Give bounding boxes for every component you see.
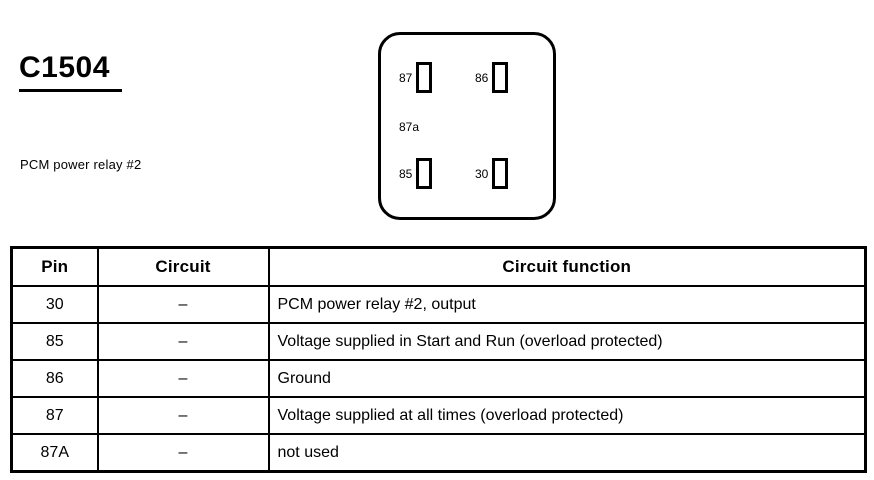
relay-pin-85-slot bbox=[416, 158, 433, 189]
relay-pin-87a-label: 87a bbox=[399, 120, 420, 134]
page-title: C1504 bbox=[19, 51, 110, 84]
relay-pin-30-label: 30 bbox=[475, 166, 489, 181]
column-header-circuit-function: Circuit function bbox=[267, 246, 867, 287]
table-row: 86 – Ground bbox=[10, 359, 867, 398]
table-row: 87 – Voltage supplied at all times (over… bbox=[10, 396, 867, 435]
relay-pin-87: 87 bbox=[399, 62, 433, 93]
cell-pin: 85 bbox=[10, 322, 99, 361]
cell-circuit: – bbox=[96, 396, 270, 435]
cell-circuit-function: PCM power relay #2, output bbox=[267, 285, 867, 324]
relay-pin-30-slot bbox=[492, 158, 509, 189]
table-row: 85 – Voltage supplied in Start and Run (… bbox=[10, 322, 867, 361]
cell-circuit: – bbox=[96, 322, 270, 361]
cell-circuit-function: not used bbox=[267, 433, 867, 473]
cell-pin: 87A bbox=[10, 433, 99, 473]
cell-pin: 86 bbox=[10, 359, 99, 398]
table-row: 30 – PCM power relay #2, output bbox=[10, 285, 867, 324]
relay-pin-85: 85 bbox=[399, 158, 433, 189]
pinout-table-container: Pin Circuit Circuit function 30 – PCM po… bbox=[10, 246, 867, 473]
connector-description: PCM power relay #2 bbox=[20, 157, 142, 172]
cell-circuit: – bbox=[96, 433, 270, 473]
connector-heading: C1504 bbox=[19, 52, 339, 92]
title-underline-rule bbox=[19, 89, 122, 92]
relay-pin-85-label: 85 bbox=[399, 166, 413, 181]
cell-circuit: – bbox=[96, 359, 270, 398]
relay-pin-87-label: 87 bbox=[399, 70, 413, 85]
column-header-pin: Pin bbox=[10, 246, 99, 287]
pinout-table: Pin Circuit Circuit function 30 – PCM po… bbox=[10, 246, 867, 473]
cell-circuit-function: Voltage supplied in Start and Run (overl… bbox=[267, 322, 867, 361]
cell-circuit-function: Ground bbox=[267, 359, 867, 398]
cell-pin: 30 bbox=[10, 285, 99, 324]
cell-circuit: – bbox=[96, 285, 270, 324]
relay-pin-30: 30 bbox=[475, 158, 509, 189]
relay-pin-87-slot bbox=[416, 62, 433, 93]
column-header-circuit: Circuit bbox=[96, 246, 270, 287]
cell-circuit-function: Voltage supplied at all times (overload … bbox=[267, 396, 867, 435]
relay-pin-86-slot bbox=[492, 62, 509, 93]
relay-pin-86-label: 86 bbox=[475, 70, 489, 85]
table-row: 87A – not used bbox=[10, 433, 867, 473]
relay-connector-diagram: 87 86 87a 85 30 bbox=[378, 32, 556, 220]
relay-pin-86: 86 bbox=[475, 62, 509, 93]
cell-pin: 87 bbox=[10, 396, 99, 435]
pinout-table-body: 30 – PCM power relay #2, output 85 – Vol… bbox=[10, 285, 867, 473]
table-header-row: Pin Circuit Circuit function bbox=[10, 246, 867, 287]
